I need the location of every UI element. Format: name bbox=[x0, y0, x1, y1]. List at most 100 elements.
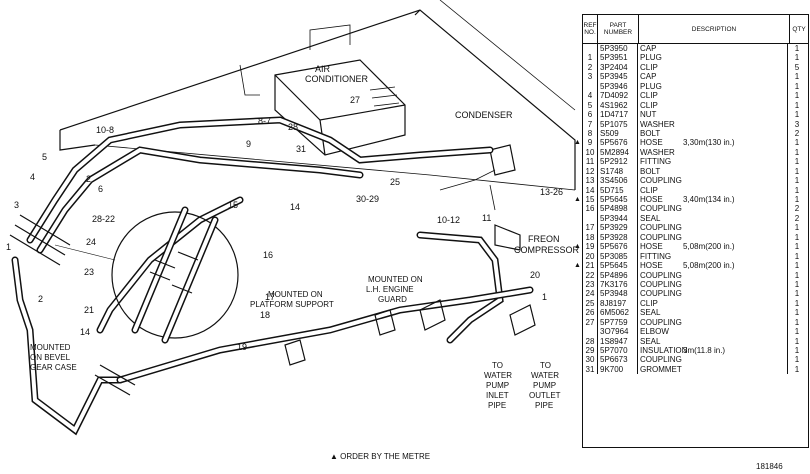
air-conditioner-unit bbox=[239, 24, 406, 156]
part-number-cell: 3S4506 bbox=[598, 176, 638, 186]
qty-cell: 1 bbox=[794, 298, 800, 308]
qty-cell: 1 bbox=[794, 176, 800, 186]
description-cell: WASHER bbox=[638, 119, 788, 129]
callout: 15 bbox=[228, 200, 238, 210]
qty-cell: 1 bbox=[794, 364, 800, 374]
description-cell: FITTING bbox=[638, 251, 788, 262]
qty-cell: 1 bbox=[794, 279, 800, 289]
qty-cell: 1 bbox=[794, 289, 800, 299]
part-number-cell: S1748 bbox=[598, 166, 638, 177]
qty-cell: 1 bbox=[794, 100, 800, 110]
water-inlet-label-1: TO bbox=[492, 361, 503, 370]
description-cell: HOSE bbox=[638, 138, 788, 148]
ref-cell: 17 bbox=[583, 223, 598, 233]
part-number-cell: 5P3950 bbox=[598, 44, 638, 54]
condenser bbox=[439, 144, 516, 211]
qty-cell: 1 bbox=[794, 327, 800, 337]
ref-cell: 19 bbox=[583, 242, 598, 252]
qty-cell: 1 bbox=[794, 346, 800, 355]
ref-cell: 16 bbox=[583, 204, 598, 214]
qty-cell: 1 bbox=[794, 157, 800, 167]
ref-cell: 28 bbox=[583, 336, 598, 346]
callout: 17 bbox=[265, 292, 275, 302]
description-cell: SEAL bbox=[638, 308, 788, 318]
callout: 4 bbox=[30, 172, 35, 182]
qty-cell: 1 bbox=[794, 261, 800, 271]
description-cell: CLIP bbox=[638, 298, 788, 309]
part-number-cell: 5P3085 bbox=[598, 251, 638, 262]
ref-cell: 14 bbox=[583, 185, 598, 195]
diagram-labels: AIR CONDITIONER CONDENSER FREON COMPRESS… bbox=[30, 64, 580, 410]
qty-cell: 1 bbox=[794, 270, 800, 280]
mounted-bevel-label-2: ON BEVEL bbox=[30, 353, 71, 362]
ref-cell: 11 bbox=[583, 157, 598, 167]
freon-label: FREON bbox=[528, 234, 560, 244]
header-qty: QTY bbox=[792, 25, 806, 33]
air-conditioner-label-1: AIR bbox=[315, 64, 331, 74]
mounted-engine-label-2: L.H. ENGINE bbox=[366, 285, 414, 294]
qty-cell: 2 bbox=[794, 128, 800, 138]
description-cell: CAP bbox=[638, 44, 788, 54]
qty-cell: 2 bbox=[794, 213, 800, 223]
part-number-cell: 5P3951 bbox=[598, 53, 638, 63]
callout: 5 bbox=[42, 152, 47, 162]
ref-cell: 7 bbox=[583, 119, 598, 129]
qty-cell: 1 bbox=[794, 44, 800, 53]
description-cell: COUPLING bbox=[638, 176, 788, 186]
callout: 28-22 bbox=[92, 214, 115, 224]
qty-cell: 1 bbox=[794, 251, 800, 261]
part-number-cell: 5P3928 bbox=[598, 232, 638, 243]
description-cell: ELBOW bbox=[638, 327, 788, 337]
qty-cell: 1 bbox=[794, 185, 800, 195]
ref-cell: 29 bbox=[583, 346, 598, 356]
ref-cell bbox=[583, 327, 598, 337]
part-number-cell: 5P2912 bbox=[598, 157, 638, 167]
description-cell: PLUG bbox=[638, 81, 788, 92]
water-outlet-label-2: WATER bbox=[531, 371, 559, 380]
description-cell: HOSE bbox=[638, 261, 788, 271]
callout: 20 bbox=[530, 270, 540, 280]
ref-cell: 31 bbox=[583, 364, 598, 375]
water-inlet-label-4: INLET bbox=[486, 391, 509, 400]
qty-cell: 1 bbox=[794, 242, 800, 252]
callout: 6 bbox=[98, 184, 103, 194]
part-number-cell: 5P5676 bbox=[598, 242, 638, 252]
part-number-cell: 5P3945 bbox=[598, 72, 638, 82]
mounted-engine-label-3: GUARD bbox=[378, 295, 407, 304]
part-number-cell: 6M5062 bbox=[598, 308, 638, 318]
qty-cell: 1 bbox=[794, 91, 800, 101]
detail-magnifier bbox=[54, 206, 239, 344]
part-number-cell: 5P3929 bbox=[598, 223, 638, 233]
callout: 11 bbox=[482, 213, 491, 223]
callout: 21 bbox=[84, 305, 94, 315]
qty-cell: 1 bbox=[794, 317, 800, 327]
callout: 10-12 bbox=[437, 215, 460, 225]
ref-cell: 3 bbox=[583, 72, 598, 82]
callout: 25 bbox=[390, 177, 400, 187]
qty-cell: 1 bbox=[794, 308, 800, 318]
ref-cell: 8 bbox=[583, 128, 598, 139]
description-cell: CAP bbox=[638, 72, 788, 82]
callout: 3 bbox=[14, 200, 19, 210]
part-number-cell: 5P1075 bbox=[598, 119, 638, 129]
callout: 31 bbox=[296, 144, 306, 154]
callout: 18 bbox=[260, 310, 270, 320]
part-number-cell: 5P4898 bbox=[598, 204, 638, 214]
header-description: DESCRIPTION bbox=[639, 15, 790, 43]
order-by-metre-marker: ▲ bbox=[574, 139, 581, 147]
callout: 27 bbox=[350, 95, 360, 105]
